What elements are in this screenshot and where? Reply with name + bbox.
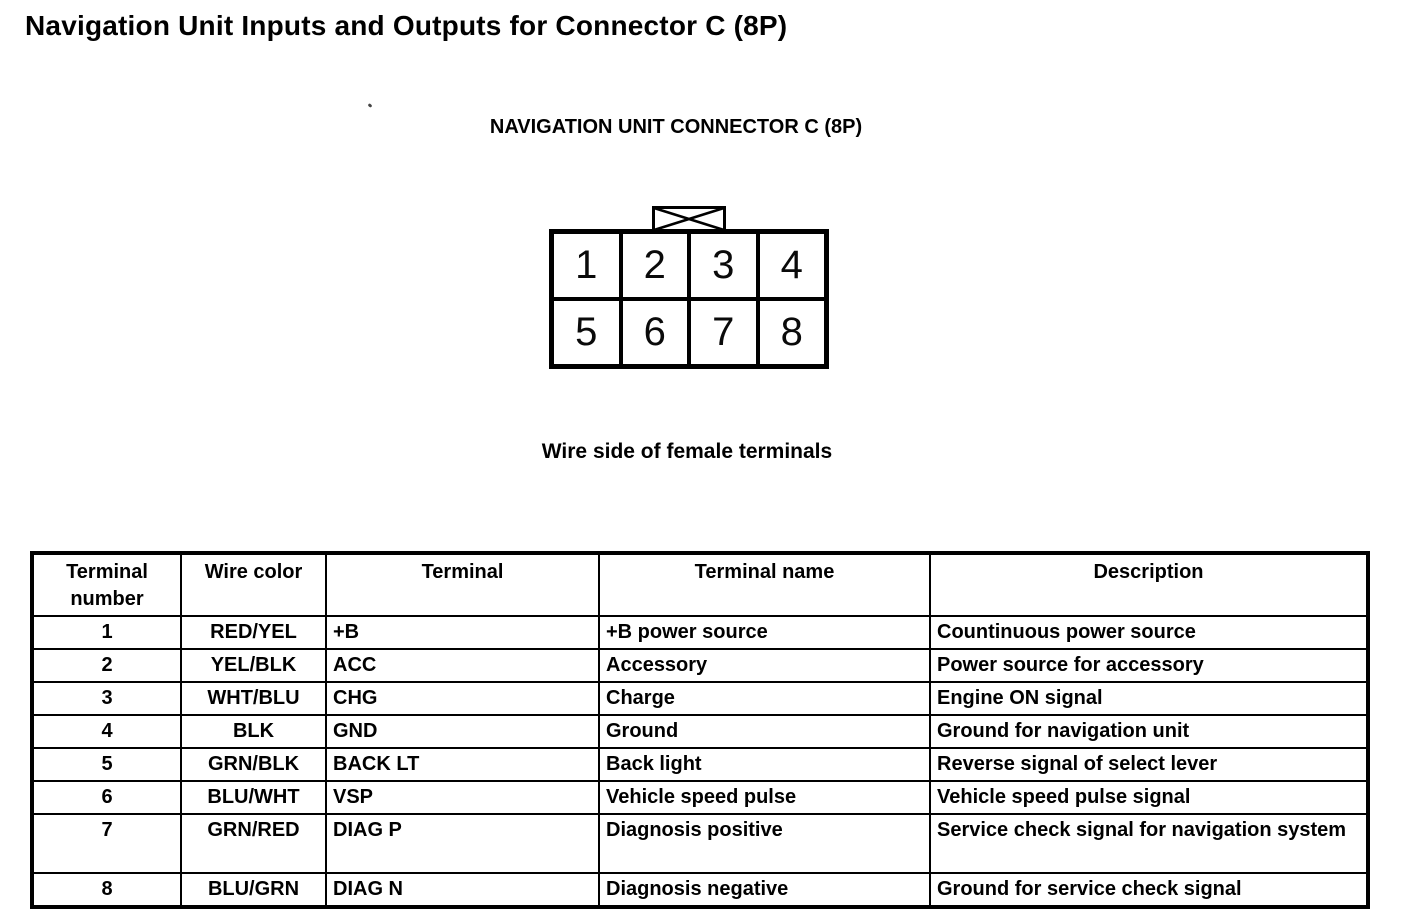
pin-number: 2 <box>643 243 666 287</box>
cell-terminal: ACC <box>325 648 600 683</box>
pin-grid: 1 2 3 4 5 6 7 8 <box>549 229 829 369</box>
cell-description: Service check signal for navigation syst… <box>929 813 1369 874</box>
table-row: 8 BLU/GRN DIAG N Diagnosis negative Grou… <box>31 872 1369 908</box>
cell-terminal: BACK LT <box>325 747 600 782</box>
table-row: 2 YEL/BLK ACC Accessory Power source for… <box>31 648 1369 683</box>
scan-artifact <box>367 103 373 108</box>
table-row: 6 BLU/WHT VSP Vehicle speed pulse Vehicl… <box>31 780 1369 815</box>
pin-cell-7: 7 <box>689 299 758 366</box>
cell-terminal-number: 4 <box>31 714 182 749</box>
cell-terminal: DIAG N <box>325 872 600 908</box>
pin-cell-4: 4 <box>757 232 826 299</box>
cell-wire-color: YEL/BLK <box>180 648 327 683</box>
cell-description: Countinuous power source <box>929 615 1369 650</box>
cell-wire-color: BLK <box>180 714 327 749</box>
pin-cell-1: 1 <box>552 232 621 299</box>
table-row: 1 RED/YEL +B +B power source Countinuous… <box>31 615 1369 650</box>
cell-description: Ground for service check signal <box>929 872 1369 908</box>
pin-cell-3: 3 <box>689 232 758 299</box>
cell-description: Reverse signal of select lever <box>929 747 1369 782</box>
cell-terminal-number: 2 <box>31 648 182 683</box>
pin-number: 5 <box>575 310 598 354</box>
cell-terminal-number: 5 <box>31 747 182 782</box>
cell-wire-color: GRN/BLK <box>180 747 327 782</box>
table-row: 4 BLK GND Ground Ground for navigation u… <box>31 714 1369 749</box>
cell-terminal-number: 6 <box>31 780 182 815</box>
cell-terminal-number: 3 <box>31 681 182 716</box>
pin-number: 8 <box>780 310 803 354</box>
column-header-terminal: Terminal <box>325 552 600 617</box>
cell-terminal-name: Accessory <box>598 648 931 683</box>
connector-diagram-heading: NAVIGATION UNIT CONNECTOR C (8P) <box>489 116 863 138</box>
cell-terminal-name: Diagnosis positive <box>598 813 931 874</box>
cell-terminal-name: Ground <box>598 714 931 749</box>
cell-terminal: GND <box>325 714 600 749</box>
pin-cell-8: 8 <box>757 299 826 366</box>
cell-terminal-name: Vehicle speed pulse <box>598 780 931 815</box>
pin-cell-5: 5 <box>552 299 621 366</box>
cell-description: Vehicle speed pulse signal <box>929 780 1369 815</box>
column-header-description: Description <box>929 552 1369 617</box>
table-row: 7 GRN/RED DIAG P Diagnosis positive Serv… <box>31 813 1369 874</box>
cell-terminal-name: Charge <box>598 681 931 716</box>
cell-terminal: CHG <box>325 681 600 716</box>
diagram-caption: Wire side of female terminals <box>541 440 833 463</box>
cell-terminal-name: Back light <box>598 747 931 782</box>
column-header-wire-color: Wire color <box>180 552 327 617</box>
cell-terminal: +B <box>325 615 600 650</box>
table-row: 3 WHT/BLU CHG Charge Engine ON signal <box>31 681 1369 716</box>
pin-cell-2: 2 <box>620 232 689 299</box>
cell-wire-color: WHT/BLU <box>180 681 327 716</box>
pin-number: 3 <box>712 243 735 287</box>
cell-terminal-number: 8 <box>31 872 182 908</box>
cell-wire-color: BLU/GRN <box>180 872 327 908</box>
pin-cell-6: 6 <box>620 299 689 366</box>
table-row: 5 GRN/BLK BACK LT Back light Reverse sig… <box>31 747 1369 782</box>
column-header-terminal-name: Terminal name <box>598 552 931 617</box>
pin-number: 7 <box>712 310 735 354</box>
cell-description: Ground for navigation unit <box>929 714 1369 749</box>
cell-wire-color: RED/YEL <box>180 615 327 650</box>
terminal-io-table: Terminal number Wire color Terminal Term… <box>30 551 1370 909</box>
table-header-row: Terminal number Wire color Terminal Term… <box>31 552 1369 617</box>
pin-number: 4 <box>780 243 803 287</box>
connector-diagram: 1 2 3 4 5 6 7 8 <box>549 206 829 369</box>
cell-terminal-number: 7 <box>31 813 182 874</box>
cell-terminal: VSP <box>325 780 600 815</box>
cell-description: Engine ON signal <box>929 681 1369 716</box>
cell-terminal-number: 1 <box>31 615 182 650</box>
page-title: Navigation Unit Inputs and Outputs for C… <box>25 10 788 41</box>
cell-wire-color: BLU/WHT <box>180 780 327 815</box>
cell-terminal-name: +B power source <box>598 615 931 650</box>
cell-terminal: DIAG P <box>325 813 600 874</box>
cell-description: Power source for accessory <box>929 648 1369 683</box>
column-header-terminal-number: Terminal number <box>31 552 182 617</box>
cell-wire-color: GRN/RED <box>180 813 327 874</box>
connector-lock-tab-icon <box>652 206 726 232</box>
cell-terminal-name: Diagnosis negative <box>598 872 931 908</box>
pin-number: 1 <box>575 243 598 287</box>
pin-number: 6 <box>643 310 666 354</box>
